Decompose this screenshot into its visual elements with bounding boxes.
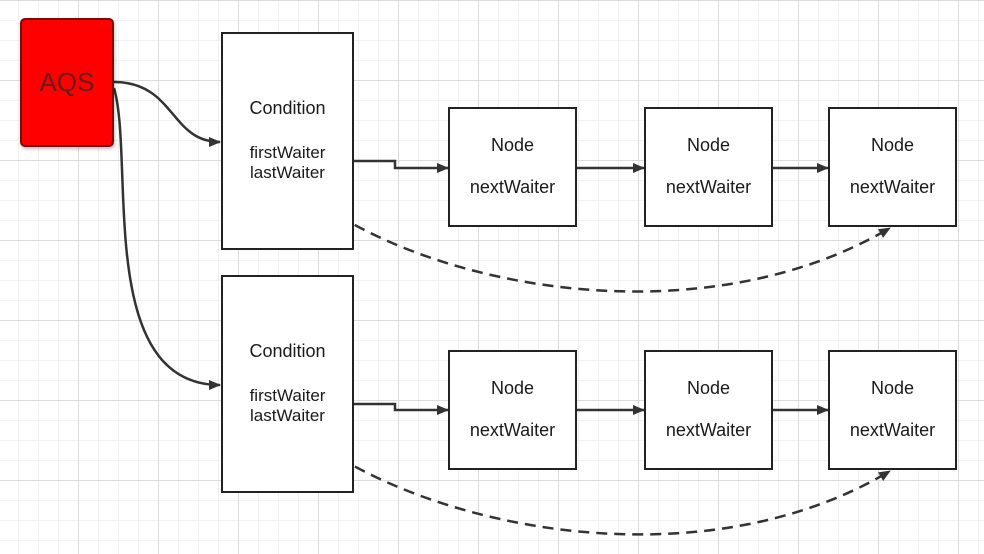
node-box[interactable]: Node nextWaiter [644,107,773,227]
condition-title: Condition [249,341,326,361]
node-title: Node [686,135,731,155]
next-waiter-label: nextWaiter [665,420,752,440]
next-waiter-label: nextWaiter [469,420,556,440]
first-waiter-label: firstWaiter [249,143,326,162]
node-title: Node [490,135,535,155]
first-waiter-arrow-2 [340,402,449,415]
last-waiter-label: lastWaiter [250,163,325,182]
condition-box-2[interactable]: Condition firstWaiter lastWaiter [221,275,354,493]
first-waiter-arrow-1 [340,159,449,173]
node-title: Node [490,378,535,398]
last-waiter-dashed-arrow-2 [294,426,891,536]
aqs-box[interactable]: AQS [20,18,114,147]
last-waiter-label: lastWaiter [250,406,325,425]
node-title: Node [686,378,731,398]
aqs-to-condition-1-arrow [113,80,221,147]
condition-title: Condition [249,98,326,118]
last-waiter-dashed-arrow-1 [294,184,891,293]
next-waiter-label: nextWaiter [665,177,752,197]
next-waiter-label: nextWaiter [849,177,936,197]
aqs-to-condition-2-arrow [112,87,221,390]
node-box[interactable]: Node nextWaiter [448,350,577,470]
node-title: Node [870,378,915,398]
node-box[interactable]: Node nextWaiter [828,350,957,470]
next-waiter-label: nextWaiter [849,420,936,440]
first-waiter-label: firstWaiter [249,386,326,405]
node-box[interactable]: Node nextWaiter [644,350,773,470]
node-box[interactable]: Node nextWaiter [828,107,957,227]
next-waiter-label: nextWaiter [469,177,556,197]
node-box[interactable]: Node nextWaiter [448,107,577,227]
node-title: Node [870,135,915,155]
aqs-label: AQS [39,67,95,97]
condition-box-1[interactable]: Condition firstWaiter lastWaiter [221,32,354,250]
